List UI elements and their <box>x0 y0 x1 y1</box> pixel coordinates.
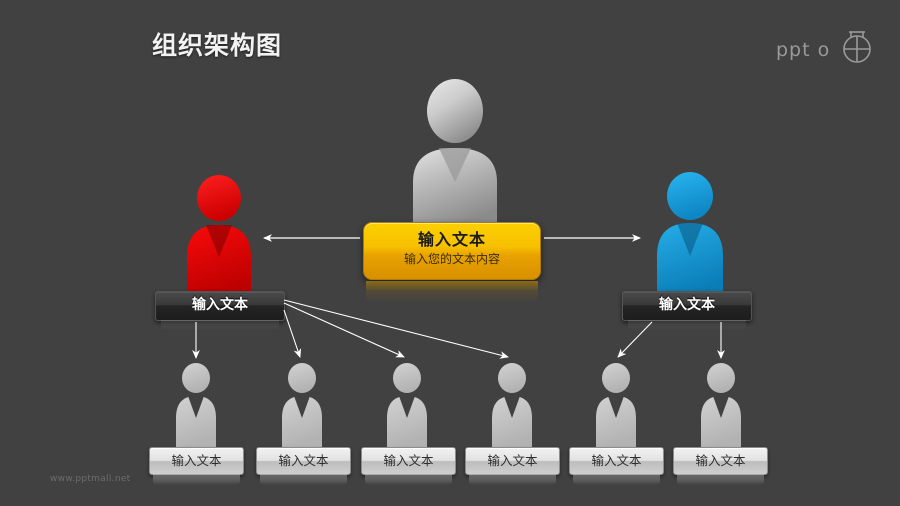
tier3-figure-6 <box>697 363 745 448</box>
tier3-label-6[interactable]: 输入文本 <box>673 447 768 485</box>
arrow-left-to-child-2 <box>283 309 302 358</box>
page-title: 组织架构图 <box>152 31 283 60</box>
tier3-figure-3 <box>383 363 431 448</box>
tier1-figure <box>399 78 511 230</box>
tier3-figure-1 <box>172 363 220 448</box>
arrow-left-to-child-3 <box>283 302 405 358</box>
logo-text: ppt o <box>776 39 830 61</box>
tier3-label-4[interactable]: 输入文本 <box>465 447 560 485</box>
tier3-figure-5 <box>592 363 640 448</box>
tier2-figure-left <box>180 175 258 300</box>
watermark: www.pptmall.net <box>50 474 131 484</box>
tier3-label-1[interactable]: 输入文本 <box>149 447 244 485</box>
tier2-figure-right <box>650 172 730 300</box>
callout-reflection <box>366 281 538 303</box>
tier3-figure-4 <box>488 363 536 448</box>
callout-title: 输入文本 <box>417 230 486 249</box>
brand-logo: ppt o <box>774 24 884 70</box>
center-callout-box[interactable]: 输入文本 输入您的文本内容 <box>363 222 541 280</box>
tier2-label-left[interactable]: 输入文本 <box>155 291 285 330</box>
crosshair-icon <box>843 31 871 63</box>
tier2-label-right[interactable]: 输入文本 <box>622 291 752 330</box>
tier3-label-2[interactable]: 输入文本 <box>256 447 351 485</box>
tier3-figure-2 <box>278 363 326 448</box>
tier3-label-5[interactable]: 输入文本 <box>569 447 664 485</box>
tier3-label-3[interactable]: 输入文本 <box>361 447 456 485</box>
callout-subtitle: 输入您的文本内容 <box>403 252 500 266</box>
arrow-left-to-child-4 <box>283 299 509 359</box>
arrow-right-to-child-5 <box>617 321 653 358</box>
